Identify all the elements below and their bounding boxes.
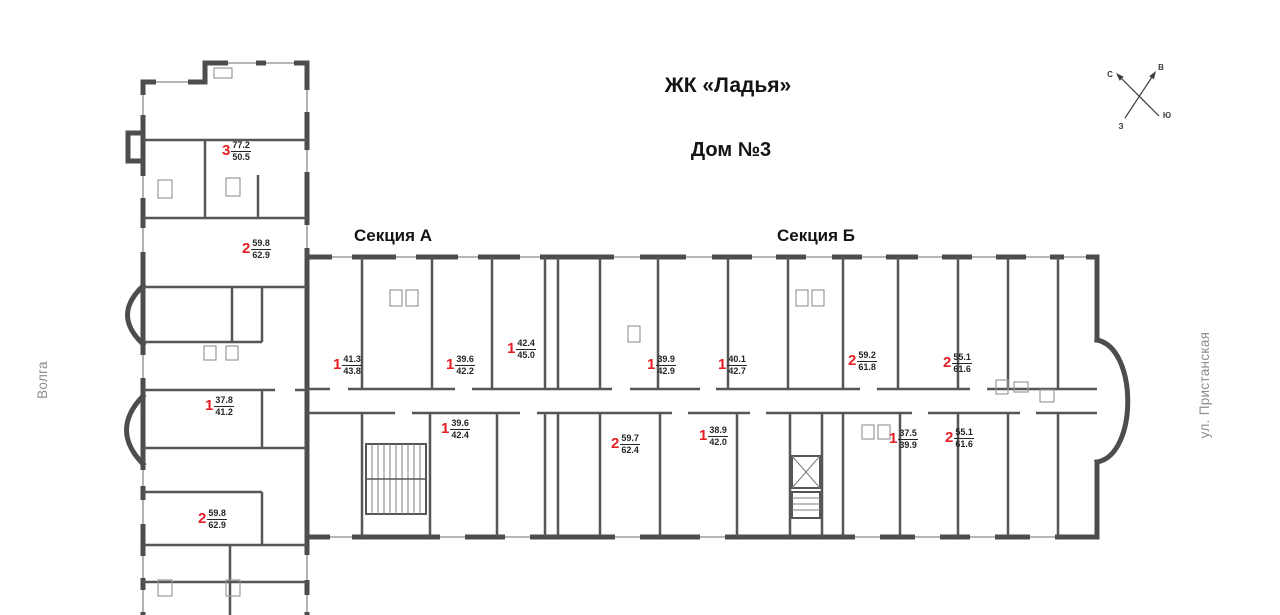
apartment-area-bottom: 45.0 (517, 350, 535, 360)
apartment-area-top: 59.2 (857, 350, 877, 362)
apartment-rooms-count: 2 (943, 354, 952, 371)
apartment-rooms-count: 1 (333, 356, 342, 373)
apartment-rooms-count: 2 (198, 510, 207, 527)
apartment-rooms-count: 1 (205, 397, 214, 414)
apartment-rooms-count: 2 (611, 435, 620, 452)
compass-south-label: Ю (1163, 111, 1171, 120)
apartment-area-top: 59.8 (207, 508, 227, 520)
apartment-area-bottom: 42.4 (451, 430, 469, 440)
section-a-label: Секция А (353, 226, 433, 245)
apartment-area-bottom: 42.9 (657, 366, 675, 376)
apartment-area-top: 37.5 (898, 428, 918, 440)
interior-walls (143, 138, 1097, 615)
apartment-area-bottom: 61.8 (858, 362, 876, 372)
apartment-rooms-count: 1 (889, 430, 898, 447)
apartment-area-bottom: 61.6 (953, 364, 971, 374)
compass-east-label: В (1158, 63, 1164, 72)
door-openings (275, 387, 1036, 415)
apartment-rooms-count: 2 (848, 352, 857, 369)
fixtures (157, 67, 1055, 597)
apartment-area-top: 37.8 (214, 395, 234, 407)
apartment-area-top: 39.6 (455, 354, 475, 366)
apartment-area-top: 59.7 (620, 433, 640, 445)
apartment-area-top: 77.2 (231, 140, 251, 152)
apartment-area-bottom: 50.5 (232, 152, 250, 162)
window-glass-lines (142, 62, 1086, 612)
apartment-rooms-count: 1 (699, 427, 708, 444)
apartment-rooms-count: 1 (507, 340, 516, 357)
staircase-icon (365, 443, 427, 515)
complex-title: ЖК «Ладья» (664, 74, 792, 97)
section-b-label: Секция Б (776, 226, 855, 245)
apartment-area-top: 38.9 (708, 425, 728, 437)
apartment-area-bottom: 62.9 (208, 520, 226, 530)
apartment-rooms-count: 1 (647, 356, 656, 373)
apartment-area-top: 42.4 (516, 338, 536, 350)
apartment-area-top: 41.3 (342, 354, 362, 366)
elevator-shafts (791, 455, 821, 519)
apartment-rooms-count: 2 (945, 429, 954, 446)
street-label-pristanskaya: ул. Пристанская (1196, 331, 1212, 439)
apartment-area-bottom: 62.9 (252, 250, 270, 260)
apartment-area-top: 59.8 (251, 238, 271, 250)
apartment-rooms-count: 2 (242, 240, 251, 257)
apartment-area-bottom: 61.6 (955, 439, 973, 449)
apartment-area-top: 39.6 (450, 418, 470, 430)
apartment-area-bottom: 42.2 (456, 366, 474, 376)
apartment-rooms-count: 3 (222, 142, 231, 159)
apartment-area-top: 55.1 (954, 427, 974, 439)
apartment-area-top: 39.9 (656, 354, 676, 366)
house-title: Дом №3 (690, 139, 772, 161)
street-label-volga: Волга (34, 361, 50, 399)
apartment-area-bottom: 42.0 (709, 437, 727, 447)
compass-icon: С В З Ю (1107, 63, 1171, 131)
apartment-rooms-count: 1 (441, 420, 450, 437)
apartment-area-top: 40.1 (727, 354, 747, 366)
compass-north-label: С (1107, 70, 1113, 79)
compass-west-label: З (1118, 122, 1123, 131)
apartment-rooms-count: 1 (718, 356, 727, 373)
apartment-area-bottom: 39.9 (899, 440, 917, 450)
apartment-area-bottom: 42.7 (728, 366, 746, 376)
apartment-area-top: 55.1 (952, 352, 972, 364)
apartment-area-bottom: 43.8 (343, 366, 361, 376)
apartment-area-bottom: 62.4 (621, 445, 639, 455)
apartment-rooms-count: 1 (446, 356, 455, 373)
apartment-area-bottom: 41.2 (215, 407, 233, 417)
